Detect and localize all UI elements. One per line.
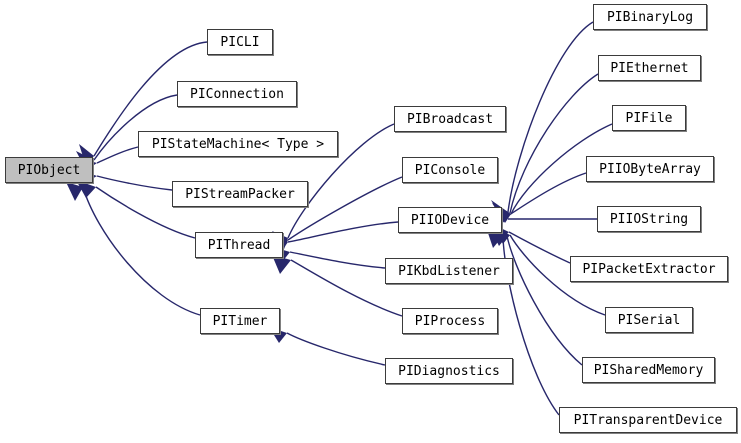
class-node-label: PIFile <box>625 110 673 126</box>
inheritance-edge <box>96 146 139 164</box>
edges-group <box>82 21 613 416</box>
class-node-label: PISerial <box>617 312 681 328</box>
inheritance-arrowhead <box>76 180 96 198</box>
class-node-label: PIKbdListener <box>398 263 500 279</box>
class-node-piconsole[interactable]: PIConsole <box>402 157 498 183</box>
class-node-pithread[interactable]: PIThread <box>195 232 283 258</box>
inheritance-edge <box>96 175 173 191</box>
inheritance-arrowhead <box>66 182 83 201</box>
inheritance-arrowhead <box>272 255 291 274</box>
inheritance-edge <box>510 123 613 215</box>
inheritance-arrowhead <box>487 230 503 248</box>
class-node-label: PIIOString <box>609 211 689 227</box>
class-node-pidiagnostics[interactable]: PIDiagnostics <box>385 358 513 384</box>
class-node-pifile[interactable]: PIFile <box>612 105 686 131</box>
inheritance-edge <box>93 94 178 161</box>
class-node-piiodevice[interactable]: PIIODevice <box>398 207 502 233</box>
class-node-label: PIDiagnostics <box>398 363 500 379</box>
inheritance-edge <box>286 332 386 366</box>
inheritance-edge <box>507 21 594 213</box>
class-node-label: PIProcess <box>414 313 486 329</box>
inheritance-edge <box>502 235 560 416</box>
class-node-piiostring[interactable]: PIIOString <box>597 206 701 232</box>
class-node-pikbdlistener[interactable]: PIKbdListener <box>385 258 513 284</box>
inheritance-edge <box>287 123 395 239</box>
inheritance-edge <box>506 235 583 366</box>
class-node-label: PISharedMemory <box>593 362 704 378</box>
class-node-piconnection[interactable]: PIConnection <box>177 81 297 107</box>
class-node-label: PIEthernet <box>610 60 689 76</box>
class-node-pisharedmemory[interactable]: PISharedMemory <box>582 357 715 383</box>
inheritance-edge <box>290 259 403 317</box>
class-node-label: PIBinaryLog <box>606 9 694 25</box>
class-node-pibinarylog[interactable]: PIBinaryLog <box>593 4 707 30</box>
class-node-piiobytearray[interactable]: PIIOByteArray <box>586 156 714 182</box>
inheritance-edge <box>509 234 606 316</box>
class-node-label: PIBroadcast <box>406 111 494 127</box>
inheritance-edge <box>95 186 196 239</box>
class-node-label: PICLI <box>220 34 260 50</box>
inheritance-edge <box>82 186 201 316</box>
class-node-picli[interactable]: PICLI <box>207 29 273 55</box>
class-node-piprocess[interactable]: PIProcess <box>402 308 498 334</box>
class-node-piserial[interactable]: PISerial <box>605 307 693 333</box>
class-node-label: PIStateMachine< Type > <box>151 136 325 152</box>
class-node-pistreampacker[interactable]: PIStreamPacker <box>172 181 308 207</box>
class-node-pistatemachine[interactable]: PIStateMachine< Type > <box>138 131 338 157</box>
class-node-label: PITimer <box>212 313 268 329</box>
class-node-label: PIPacketExtractor <box>582 261 716 277</box>
inheritance-edge <box>508 231 571 264</box>
class-node-pibroadcast[interactable]: PIBroadcast <box>394 106 506 132</box>
inheritance-edge <box>509 73 599 214</box>
class-node-label: PIIODevice <box>410 212 490 228</box>
class-node-piethernet[interactable]: PIEthernet <box>598 55 701 81</box>
inheritance-edge <box>289 251 386 269</box>
inheritance-edge <box>508 172 587 216</box>
class-node-label: PIIOByteArray <box>599 161 701 177</box>
class-node-label: PIConnection <box>190 86 284 102</box>
class-node-label: PITransparentDevice <box>573 412 723 428</box>
inheritance-edge <box>287 176 403 241</box>
inheritance-edge <box>287 221 399 243</box>
class-node-label: PIStreamPacker <box>185 186 295 202</box>
class-node-label: PIObject <box>17 162 81 178</box>
class-node-piobject[interactable]: PIObject <box>5 157 93 183</box>
class-node-label: PIThread <box>207 237 271 253</box>
inheritance-edge <box>93 41 208 157</box>
class-node-label: PIConsole <box>414 162 486 178</box>
class-node-pipacketextractor[interactable]: PIPacketExtractor <box>570 256 728 282</box>
class-node-pitransparentdevice[interactable]: PITransparentDevice <box>559 407 737 433</box>
class-node-pitimer[interactable]: PITimer <box>200 308 280 334</box>
